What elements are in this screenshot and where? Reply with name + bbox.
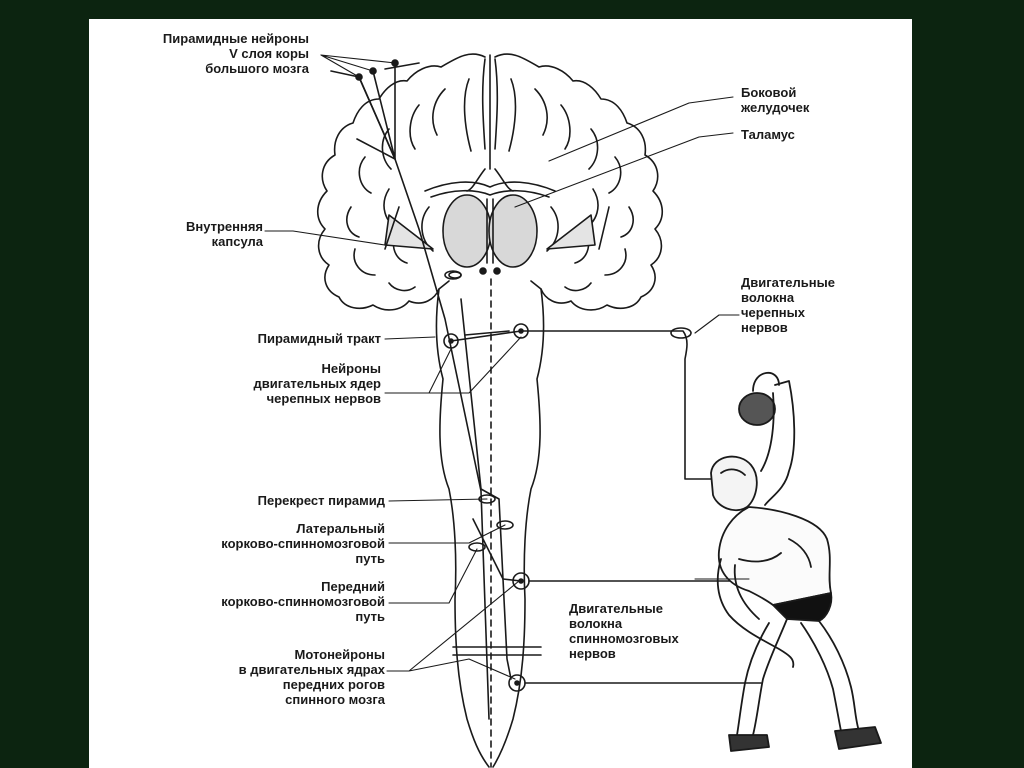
label-lateral-cst: Латеральный корково-спинномозговой путь	[129, 521, 385, 566]
label-spinal-motor-fibers: Двигательные волокна спинномозговых нерв…	[569, 601, 679, 661]
diagram-panel: Пирамидные нейроны V слоя коры большого …	[89, 19, 912, 768]
brainstem-spinal-cord	[436, 271, 543, 767]
athlete-figure	[711, 373, 881, 751]
label-thalamus: Таламус	[741, 127, 795, 142]
label-lateral-ventricle: Боковой желудочек	[741, 85, 809, 115]
label-cranial-motor-fibers: Двигательные волокна черепных нервов	[741, 275, 835, 335]
label-cranial-nuclei-neurons: Нейроны двигательных ядер черепных нерво…	[149, 361, 381, 406]
left-thalamus	[443, 195, 491, 267]
right-basal-ganglia	[547, 215, 595, 249]
label-motoneurons: Мотонейроны в двигательных ядрах передни…	[129, 647, 385, 707]
label-anterior-cst: Передний корково-спинномозговой путь	[129, 579, 385, 624]
right-thalamus	[489, 195, 537, 267]
label-internal-capsule: Внутренняя капсула	[129, 219, 263, 249]
cord-left-edge	[436, 289, 489, 767]
kettlebell	[739, 393, 775, 425]
left-basal-ganglia	[385, 215, 433, 249]
label-pyramidal-neurons: Пирамидные нейроны V слоя коры большого …	[109, 31, 309, 76]
brain-section	[318, 54, 663, 310]
label-pyramidal-decussation: Перекрест пирамид	[149, 493, 385, 508]
label-pyramidal-tract: Пирамидный тракт	[149, 331, 381, 346]
